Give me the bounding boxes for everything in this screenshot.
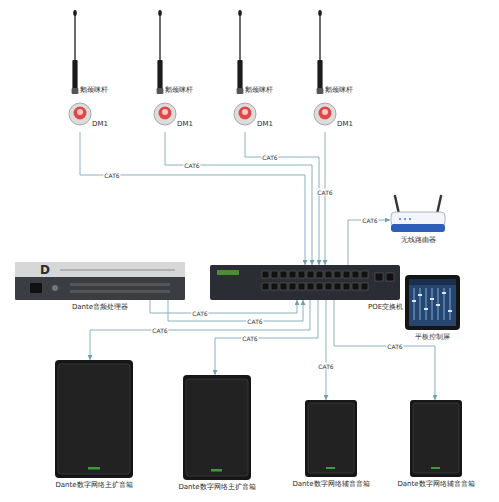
label-holder: Dante数字网络主扩音箱 bbox=[55, 481, 132, 490]
device-label: DM1 bbox=[337, 120, 353, 129]
cable-connector bbox=[80, 132, 305, 265]
label-holder: 鹅颈咪杆 bbox=[80, 86, 108, 95]
speaker-icons bbox=[55, 360, 462, 480]
cable-connector bbox=[334, 300, 435, 400]
cable-connector bbox=[150, 300, 297, 313]
device-label: Dante数字网络辅音音箱 bbox=[292, 480, 369, 489]
label-holder: DM1 bbox=[337, 120, 353, 129]
device-label: DM1 bbox=[92, 120, 108, 129]
cable-connector bbox=[215, 300, 318, 375]
microphones bbox=[69, 10, 336, 125]
microphone-unit: 鹅颈咪杆 DM1 bbox=[225, 12, 280, 132]
cable-label: CAT6 bbox=[316, 189, 333, 196]
cable-connector bbox=[168, 300, 303, 321]
label-holder: DM1 bbox=[92, 120, 108, 129]
label-holder: DM1 bbox=[177, 120, 193, 129]
cable-connector bbox=[326, 300, 327, 400]
speaker-box: Dante数字网络主扩音箱 bbox=[55, 360, 133, 478]
label-holder: DM1 bbox=[257, 120, 273, 129]
cable-label: CAT6 bbox=[261, 154, 278, 161]
device-label: DM1 bbox=[177, 120, 193, 129]
label-holder: Dante数字网络辅音音箱 bbox=[292, 480, 369, 489]
device-label: Dante音频处理器 bbox=[72, 303, 128, 312]
microphone-unit: 鹅颈咪杆 DM1 bbox=[145, 12, 200, 132]
cable-label: CAT6 bbox=[361, 217, 378, 224]
device-label: 无线路由器 bbox=[401, 236, 436, 245]
label-holder: Dante数字网络辅音音箱 bbox=[397, 480, 474, 489]
cable-label: CAT6 bbox=[191, 310, 208, 317]
cable-connector bbox=[165, 132, 312, 265]
router-icon bbox=[391, 196, 445, 232]
switch-box: POE交换机 bbox=[210, 265, 400, 300]
speaker-box: Dante数字网络辅音音箱 bbox=[305, 400, 357, 477]
device-label: 鹅颈咪杆 bbox=[80, 86, 108, 95]
cable-label: CAT6 bbox=[103, 172, 120, 179]
cable-label: CAT6 bbox=[151, 327, 168, 334]
label-holder: Dante数字网络主扩音箱 bbox=[178, 483, 255, 492]
cable-connector bbox=[348, 220, 390, 265]
label-holder: 鹅颈咪杆 bbox=[165, 86, 193, 95]
cable-label: CAT6 bbox=[183, 162, 200, 169]
tablet-box: 平板控制屏 bbox=[405, 275, 460, 330]
logo-text: D bbox=[40, 263, 50, 277]
microphone-unit: 鹅颈咪杆 DM1 bbox=[305, 12, 360, 132]
label-holder: Dante音频处理器 bbox=[72, 303, 128, 312]
cable-label: CAT6 bbox=[317, 363, 334, 370]
processor-icon bbox=[15, 262, 185, 300]
microphone-unit: 鹅颈咪杆 DM1 bbox=[60, 12, 115, 132]
cable-label: CAT6 bbox=[386, 343, 403, 350]
device-label: DM1 bbox=[257, 120, 273, 129]
device-label: 鹅颈咪杆 bbox=[325, 86, 353, 95]
speaker-box: Dante数字网络辅音音箱 bbox=[410, 400, 462, 477]
device-label: 平板控制屏 bbox=[415, 333, 450, 342]
device-label: 鹅颈咪杆 bbox=[245, 86, 273, 95]
device-label: POE交换机 bbox=[368, 303, 403, 312]
device-label: Dante数字网络主扩音箱 bbox=[178, 483, 255, 492]
label-holder: 无线路由器 bbox=[401, 236, 436, 245]
cable-connector bbox=[245, 132, 319, 265]
label-holder: 鹅颈咪杆 bbox=[325, 86, 353, 95]
switch-icon bbox=[210, 265, 400, 300]
device-label: Dante数字网络辅音音箱 bbox=[397, 480, 474, 489]
label-holder: 平板控制屏 bbox=[415, 333, 450, 342]
speaker-box: Dante数字网络主扩音箱 bbox=[183, 375, 251, 480]
cable-connector bbox=[325, 132, 326, 265]
cable-label: CAT6 bbox=[241, 335, 258, 342]
label-holder: POE交换机 bbox=[368, 303, 403, 312]
device-label: Dante数字网络主扩音箱 bbox=[55, 481, 132, 490]
tablet-icon bbox=[405, 275, 460, 330]
router-box: 无线路由器 bbox=[390, 194, 446, 233]
device-label: 鹅颈咪杆 bbox=[165, 86, 193, 95]
cable-label: CAT6 bbox=[246, 318, 263, 325]
label-holder: 鹅颈咪杆 bbox=[245, 86, 273, 95]
